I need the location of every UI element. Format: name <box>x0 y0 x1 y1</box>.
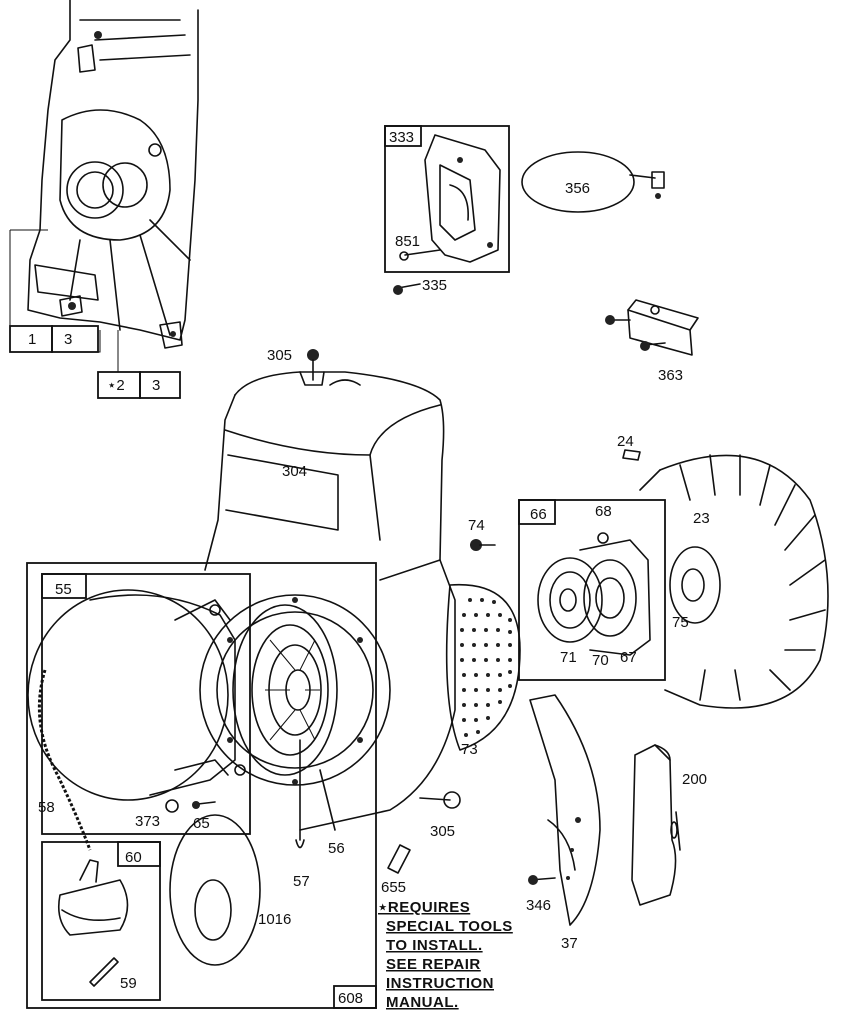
armature-drawing <box>399 134 501 263</box>
label-part-56: 56 <box>328 840 345 857</box>
baffle-200-drawing <box>631 744 681 906</box>
part-box-60 <box>117 841 161 867</box>
label-part-356: 356 <box>565 180 590 197</box>
label-part-305a: 305 <box>267 347 292 364</box>
group-box-608 <box>26 562 377 1009</box>
label-part-3b: 3 <box>152 377 160 394</box>
rotating-screen-drawing <box>445 583 521 751</box>
part-box-55 <box>41 573 87 599</box>
label-part-68: 68 <box>595 503 612 520</box>
label-part-655: 655 <box>381 879 406 896</box>
label-part-200: 200 <box>682 771 707 788</box>
part-box-66 <box>518 499 556 525</box>
note-line-1: ⋆REQUIRES <box>378 899 470 916</box>
label-part-65: 65 <box>193 815 210 832</box>
screw-305-lower-drawing <box>419 791 461 809</box>
engine-block-drawing <box>9 0 199 372</box>
group-box-55 <box>41 573 251 835</box>
washer-1016-drawing <box>169 814 261 966</box>
rope-58-drawing <box>37 669 92 851</box>
handle-60-drawing <box>57 859 129 936</box>
label-part-59: 59 <box>120 975 137 992</box>
group-box-66 <box>518 499 666 681</box>
label-part-24: 24 <box>617 433 634 450</box>
label-part-73: 73 <box>461 741 478 758</box>
label-part-608: 608 <box>338 990 363 1007</box>
baffle-37-drawing <box>528 694 601 926</box>
screw-74-drawing <box>470 539 496 551</box>
label-part-58: 58 <box>38 799 55 816</box>
screw-335-drawing <box>393 283 421 295</box>
note-line-4: SEE REPAIR <box>386 956 481 973</box>
note-line-2: SPECIAL TOOLS <box>386 918 513 935</box>
label-part-37: 37 <box>561 935 578 952</box>
flywheel-drawing <box>622 449 829 709</box>
label-part-57: 57 <box>293 873 310 890</box>
pin-59-drawing <box>89 957 119 987</box>
label-part-71: 71 <box>560 649 577 666</box>
note-line-6: MANUAL. <box>386 994 459 1011</box>
special-tools-note: ⋆REQUIRES SPECIAL TOOLS TO INSTALL. SEE … <box>378 899 513 1011</box>
label-part-2: ⋆2 <box>107 377 125 394</box>
label-part-851: 851 <box>395 233 420 250</box>
label-part-74: 74 <box>468 517 485 534</box>
label-part-346: 346 <box>526 897 551 914</box>
label-part-66: 66 <box>530 506 547 523</box>
label-part-70: 70 <box>592 652 609 669</box>
label-part-60: 60 <box>125 849 142 866</box>
part-box-3b <box>139 371 181 399</box>
starter-pulley-drawing <box>232 604 338 849</box>
starter-housing-drawing <box>27 589 246 813</box>
part-box-608 <box>333 985 377 1009</box>
label-part-373: 373 <box>135 813 160 830</box>
wire-356-drawing <box>521 151 665 213</box>
part-box-333 <box>384 125 422 147</box>
note-line-5: INSTRUCTION <box>386 975 494 992</box>
clip-655-drawing <box>387 844 411 874</box>
clutch-drawing <box>537 532 651 656</box>
label-part-1: 1 <box>28 331 36 348</box>
group-box-333 <box>384 125 510 273</box>
label-part-333: 333 <box>389 129 414 146</box>
group-box-60 <box>41 841 161 1001</box>
label-part-1016: 1016 <box>258 911 291 928</box>
blower-housing-drawing <box>199 349 456 831</box>
label-part-3a: 3 <box>64 331 72 348</box>
label-part-55: 55 <box>55 581 72 598</box>
label-part-67: 67 <box>620 649 637 666</box>
part-labels: 1 3 ⋆2 3 333 851 335 356 363 305 304 24 … <box>28 129 710 1007</box>
note-line-3: TO INSTALL. <box>386 937 483 954</box>
label-part-304: 304 <box>282 463 307 480</box>
label-part-23: 23 <box>693 510 710 527</box>
label-part-335: 335 <box>422 277 447 294</box>
bracket-363-drawing <box>605 299 699 356</box>
part-box-3a <box>51 325 99 353</box>
label-part-75: 75 <box>672 614 689 631</box>
label-part-305b: 305 <box>430 823 455 840</box>
label-part-363: 363 <box>658 367 683 384</box>
